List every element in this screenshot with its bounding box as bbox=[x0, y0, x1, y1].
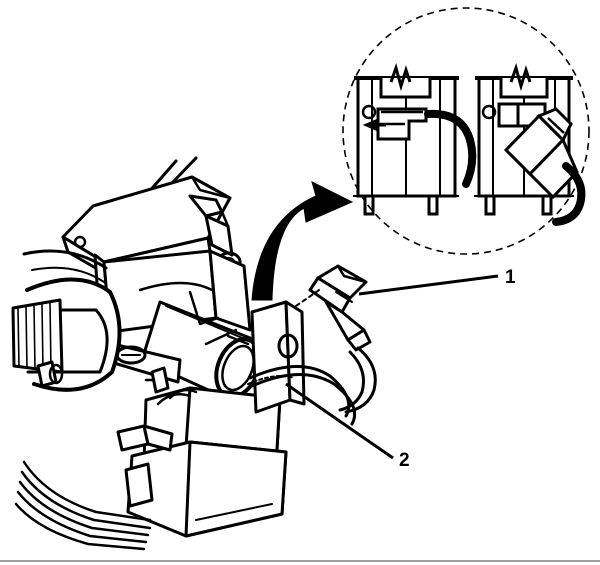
lower-control-box bbox=[116, 386, 288, 538]
body-stud-line bbox=[204, 328, 238, 346]
cap-rib-1 bbox=[17, 307, 20, 368]
stud-assembly bbox=[36, 360, 170, 394]
side-panel-eyelet bbox=[277, 333, 299, 359]
pointer-arrow-shape bbox=[251, 181, 354, 301]
housing-leg-right-a bbox=[484, 196, 496, 216]
detail-circle-outline bbox=[342, 7, 590, 255]
connector-wire-a bbox=[344, 346, 377, 414]
callout-leaders bbox=[285, 274, 499, 460]
latch-slot-right bbox=[499, 78, 549, 99]
disconnected-wire-left bbox=[424, 109, 477, 188]
body-contour bbox=[138, 281, 214, 292]
barrel-mount-plate bbox=[188, 290, 220, 326]
alignment-port-right bbox=[481, 104, 497, 120]
stud-shaft bbox=[48, 363, 64, 385]
latch-spring-right bbox=[509, 63, 532, 92]
fastener-block bbox=[150, 366, 170, 394]
connector-connected-view bbox=[474, 63, 586, 226]
callout-label-2: 2 bbox=[399, 450, 410, 471]
alignment-port-left bbox=[361, 104, 377, 120]
harness-wire-b bbox=[250, 373, 357, 426]
cable-5 bbox=[14, 502, 146, 551]
connector-top-bevel bbox=[336, 264, 368, 284]
harness-hidden-segment bbox=[247, 375, 295, 385]
control-box-lower-front bbox=[184, 440, 288, 538]
plugged-connector-body bbox=[503, 107, 579, 200]
cap-rib-3 bbox=[33, 305, 36, 370]
connector-wire-b bbox=[338, 350, 365, 412]
callout-label-1: 1 bbox=[505, 267, 516, 288]
right-side-panel bbox=[250, 300, 306, 414]
body-wire-b bbox=[156, 393, 192, 406]
barrel-highlight bbox=[165, 305, 253, 343]
leader-line-1 bbox=[358, 274, 499, 296]
connector-alignment-dashes bbox=[295, 287, 323, 307]
connector-tip-rib-right bbox=[547, 117, 565, 134]
latch-slot-left bbox=[379, 78, 432, 99]
housing-leg-left-a bbox=[363, 196, 375, 216]
body-right-face bbox=[208, 249, 252, 332]
housing-upper-band bbox=[22, 249, 108, 270]
wedge-bolt-hole bbox=[73, 235, 87, 249]
housing-upper-band-inner bbox=[31, 266, 105, 283]
detail-pointer-arrow bbox=[251, 181, 354, 301]
cap-rib-4 bbox=[41, 303, 44, 371]
barrel-end-bore bbox=[221, 344, 255, 392]
cable-4 bbox=[16, 490, 148, 544]
tab-edge bbox=[220, 210, 230, 228]
connector-disconnected-view bbox=[353, 63, 477, 216]
connector-boot bbox=[346, 328, 372, 352]
mount-clip-arm bbox=[142, 424, 174, 452]
cable-3 bbox=[18, 480, 150, 537]
electrical-connector bbox=[295, 264, 377, 414]
tab-arm bbox=[204, 214, 234, 257]
latch-spring-left bbox=[389, 63, 412, 92]
wedge-top-bevel bbox=[190, 175, 232, 200]
cap-rib-2 bbox=[25, 306, 28, 369]
housing-leg-left-b bbox=[427, 196, 439, 216]
body-stud-cross bbox=[226, 334, 250, 346]
control-box-side-tab bbox=[124, 462, 154, 508]
connector-seam bbox=[335, 291, 353, 303]
harness-wire-a bbox=[248, 365, 351, 418]
housing-leg-right-b bbox=[541, 196, 553, 216]
cap-rib-5 bbox=[49, 301, 52, 372]
cable-1 bbox=[22, 460, 152, 522]
cable-bundle bbox=[14, 460, 152, 551]
detail-circle bbox=[342, 7, 590, 255]
leader-line-2 bbox=[285, 382, 394, 460]
main-assembly bbox=[11, 156, 377, 551]
control-box-seam bbox=[195, 503, 273, 521]
ribbed-end-cap bbox=[11, 298, 64, 374]
connected-wire-right bbox=[552, 162, 586, 226]
cable-2 bbox=[20, 470, 152, 530]
wiring-harness bbox=[247, 365, 357, 426]
